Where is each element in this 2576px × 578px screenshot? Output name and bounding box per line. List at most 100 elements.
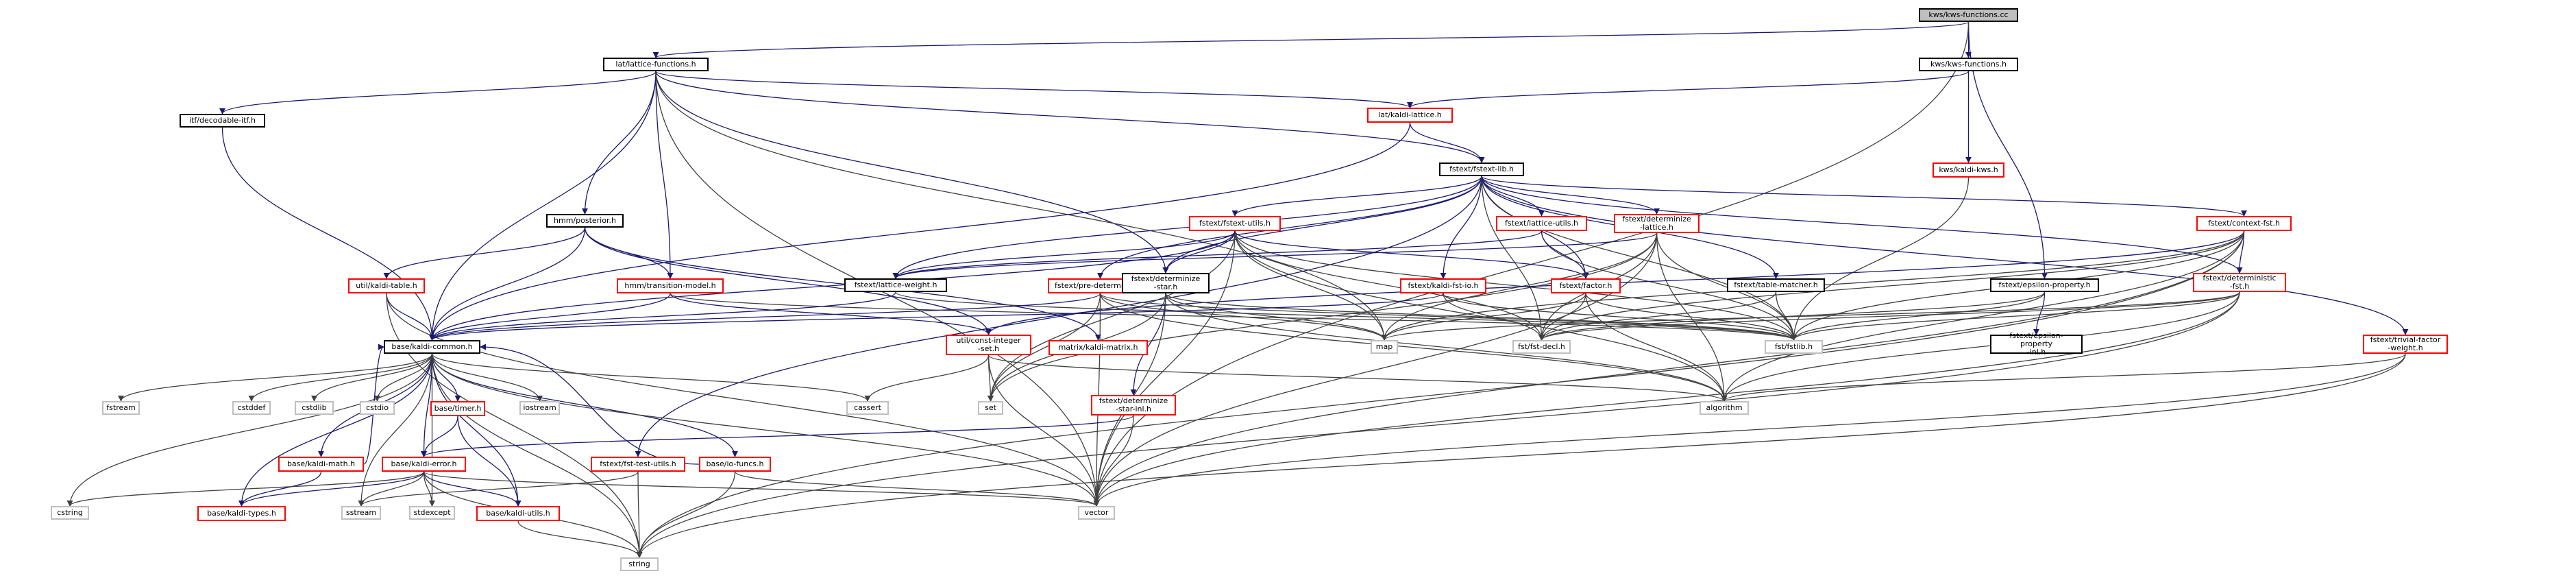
edge-kaldicommon-to-iostream (431, 353, 543, 402)
node-kaldimatrix[interactable]: matrix/kaldi-matrix.h (1048, 340, 1148, 355)
edge-kaldicommon-to-cstdio (373, 353, 433, 402)
node-kaldierror[interactable]: base/kaldi-error.h (382, 457, 466, 472)
edge-ctxfst-to-fstdecl (1538, 230, 2245, 341)
node-cstring[interactable]: cstring (51, 506, 89, 520)
node-iostream[interactable]: iostream (519, 401, 560, 415)
edge-fsttestutils-to-string (636, 471, 643, 558)
edge-transmodel-to-constint (670, 293, 992, 335)
edge-detfst-to-string (636, 291, 2240, 558)
node-fstdecl[interactable]: fst/fst-decl.h (1512, 340, 1571, 354)
edge-fstextutils-to-detstar (1162, 230, 1236, 274)
node-basetimer[interactable]: base/timer.h (430, 401, 485, 416)
node-set[interactable]: set (978, 401, 1003, 415)
node-fstlib[interactable]: fst/fstlib.h (1765, 340, 1823, 354)
node-constint[interactable]: util/const-integer -set.h (946, 335, 1031, 355)
node-kalditable[interactable]: util/kaldi-table.h (348, 278, 425, 293)
edge-latfunc-to-kaldicommon (428, 71, 657, 341)
node-kaldifstio[interactable]: fstext/kaldi-fst-io.h (1400, 278, 1486, 293)
edge-ctxfst-to-string (636, 230, 2245, 558)
node-latfunc[interactable]: lat/lattice-functions.h (603, 58, 709, 71)
node-fstextutils[interactable]: fstext/fstext-utils.h (1189, 216, 1281, 231)
edge-fstextlib-to-fstdecl (1481, 176, 1545, 341)
edge-kaldicommon-to-cstring (66, 353, 433, 507)
node-cstddef[interactable]: cstddef (232, 401, 271, 415)
edge-kaldifstio-to-kaldicommon (429, 293, 1444, 341)
edge-latweight-to-kaldicommon (429, 291, 896, 341)
node-detfst[interactable]: fstext/deterministic -fst.h (2193, 273, 2286, 292)
edge-detstar-to-map (1165, 293, 1388, 341)
node-sstream[interactable]: sstream (341, 506, 381, 520)
edge-detlat-to-vector (1093, 232, 1658, 507)
edge-factor-to-map (1381, 293, 1586, 341)
node-epsprop[interactable]: fstext/epsilon-property.h (1990, 278, 2099, 292)
node-kalditypes[interactable]: base/kaldi-types.h (197, 506, 286, 521)
node-epspropinl[interactable]: fstext/epsilon-property -inl.h (1990, 332, 2083, 357)
node-cstdlib[interactable]: cstdlib (295, 401, 334, 415)
edge-fstextutils-to-latweight (892, 230, 1236, 279)
edge-fstextutils-to-factor (1234, 230, 1589, 279)
edge-predet-to-map (1099, 293, 1388, 341)
edge-fstextlib-to-predet (1097, 176, 1482, 279)
edge-fstextutils-to-set (987, 230, 1236, 402)
edge-fstextutils-to-fstlib (1234, 230, 1797, 341)
edge-kalditable-to-vector (386, 293, 1100, 507)
edge-detlat-to-latweight (892, 232, 1658, 279)
edge-detfst-to-map (1381, 291, 2240, 341)
edge-kaldicommon-to-kaldiutils (431, 353, 522, 507)
node-fstream[interactable]: fstream (102, 401, 140, 415)
edge-epsprop-to-epspropinl (2033, 291, 2046, 335)
edge-ctxfst-to-algorithm (1721, 230, 2245, 402)
node-cassert[interactable]: cassert (846, 401, 889, 415)
edge-fstextlib-to-detstar (1162, 176, 1482, 274)
node-kaldicommon[interactable]: base/kaldi-common.h (384, 340, 480, 354)
edge-decitf-to-kaldicommon (221, 127, 436, 341)
node-kwsfunc[interactable]: kws/kws-functions.h (1919, 58, 2018, 71)
node-stdexcept[interactable]: stdexcept (409, 506, 455, 520)
edge-fstextlib-to-fstextutils (1231, 176, 1482, 217)
edge-kaldierror-to-vector (423, 471, 1100, 507)
node-kaldilat[interactable]: lat/kaldi-lattice.h (1367, 108, 1453, 123)
node-iofuncs[interactable]: base/io-funcs.h (699, 457, 771, 472)
node-decitf[interactable]: itf/decodable-itf.h (180, 114, 265, 128)
edge-latfunc-to-posterior (581, 71, 657, 215)
edge-kaldicommon-to-sstream (358, 353, 433, 507)
edge-constint-to-algorithm (988, 354, 1728, 402)
edge-ctxfst-to-vector (1093, 230, 2245, 507)
node-vector[interactable]: vector (1078, 506, 1115, 520)
node-algorithm[interactable]: algorithm (1700, 401, 1749, 415)
edge-tablematcher-to-fstdecl (1538, 291, 1777, 341)
edge-latfunc-to-decitf (219, 71, 657, 115)
edge-fsttestutils-to-sstream (358, 471, 639, 507)
node-transmodel[interactable]: hmm/transition-model.h (617, 278, 724, 293)
edge-constint-to-vector (988, 354, 1100, 507)
edge-kaldierror-to-kaldiutils (423, 471, 522, 507)
node-detstar[interactable]: fstext/determinize -star.h (1122, 273, 1210, 293)
node-trivfactor[interactable]: fstext/trivial-factor -weight.h (2363, 335, 2448, 354)
node-fstextlib[interactable]: fstext/fstext-lib.h (1439, 162, 1524, 176)
edge-fstextutils-to-fstdecl (1234, 230, 1545, 341)
edge-latfunc-to-fstextlib (655, 71, 1485, 163)
node-detstarinl[interactable]: fstext/determinize -star-inl.h (1091, 395, 1176, 416)
node-kaldimath[interactable]: base/kaldi-math.h (278, 457, 364, 472)
node-factor[interactable]: fstext/factor.h (1551, 278, 1621, 293)
node-posterior[interactable]: hmm/posterior.h (546, 214, 624, 228)
edge-kaldikws-to-fstlib (1790, 177, 1970, 341)
node-fsttestutils[interactable]: fstext/fst-test-utils.h (591, 457, 685, 472)
node-detlat[interactable]: fstext/determinize -lattice.h (1614, 214, 1700, 233)
node-tablematcher[interactable]: fstext/table-matcher.h (1727, 278, 1825, 292)
node-latutils[interactable]: fstext/lattice-utils.h (1496, 216, 1587, 231)
edge-fstextutils-to-kaldicommon (429, 230, 1236, 341)
edge-latfunc-to-map (655, 71, 1388, 341)
edge-detfst-to-vector (1093, 291, 2240, 507)
node-latweight[interactable]: fstext/lattice-weight.h (844, 278, 947, 292)
node-map[interactable]: map (1371, 340, 1398, 354)
edge-transmodel-to-kaldicommon (429, 293, 671, 341)
node-kaldiutils[interactable]: base/kaldi-utils.h (476, 506, 560, 521)
node-kaldikws[interactable]: kws/kaldi-kws.h (1933, 162, 2004, 178)
node-ctxfst[interactable]: fstext/context-fst.h (2196, 216, 2292, 231)
edge-fstextlib-to-fstlib (1481, 176, 1798, 341)
node-cstdio[interactable]: cstdio (360, 401, 395, 415)
node-string[interactable]: string (620, 557, 659, 571)
edge-predet-to-kaldicommon (429, 293, 1101, 341)
